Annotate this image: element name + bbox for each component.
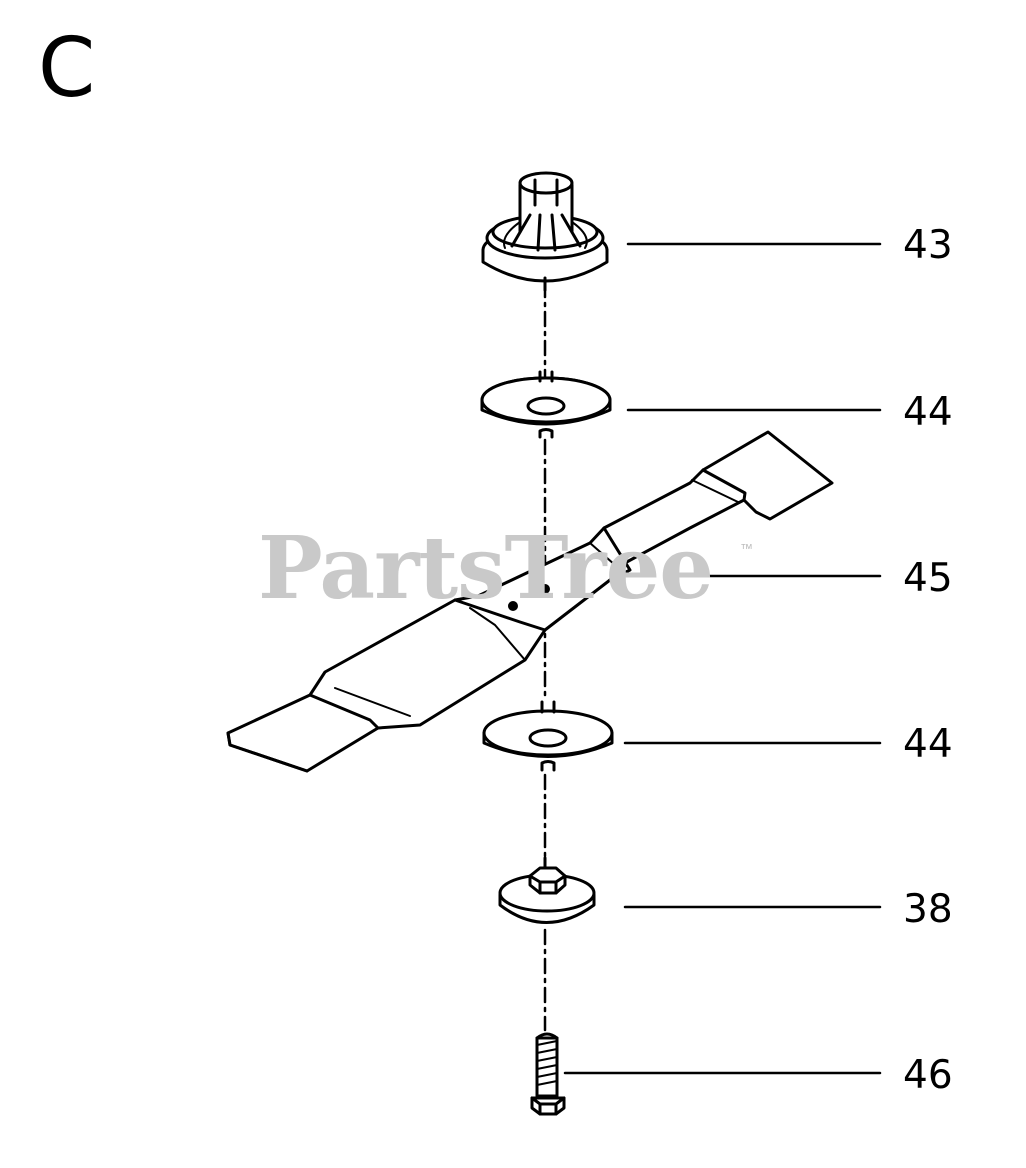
- upper-washer-part: [480, 370, 612, 439]
- callout-38: 38: [903, 887, 953, 932]
- callout-44-lower: 44: [903, 722, 953, 767]
- watermark-trademark: ™: [740, 541, 753, 556]
- bolt-part: [530, 1032, 566, 1116]
- blade-adapter-part: [481, 171, 609, 292]
- washer-nut-part: [498, 856, 596, 924]
- callout-43: 43: [903, 223, 953, 268]
- blade-part: [226, 430, 834, 773]
- section-letter: C: [38, 21, 96, 116]
- blade-mounting-holes: [508, 566, 583, 611]
- leader-lines: [563, 242, 882, 1075]
- callout-45: 45: [903, 556, 953, 601]
- callout-46: 46: [903, 1053, 953, 1098]
- watermark-text: PartsTree: [258, 518, 714, 619]
- callout-44-upper: 44: [903, 390, 953, 435]
- lower-washer-part: [482, 700, 614, 772]
